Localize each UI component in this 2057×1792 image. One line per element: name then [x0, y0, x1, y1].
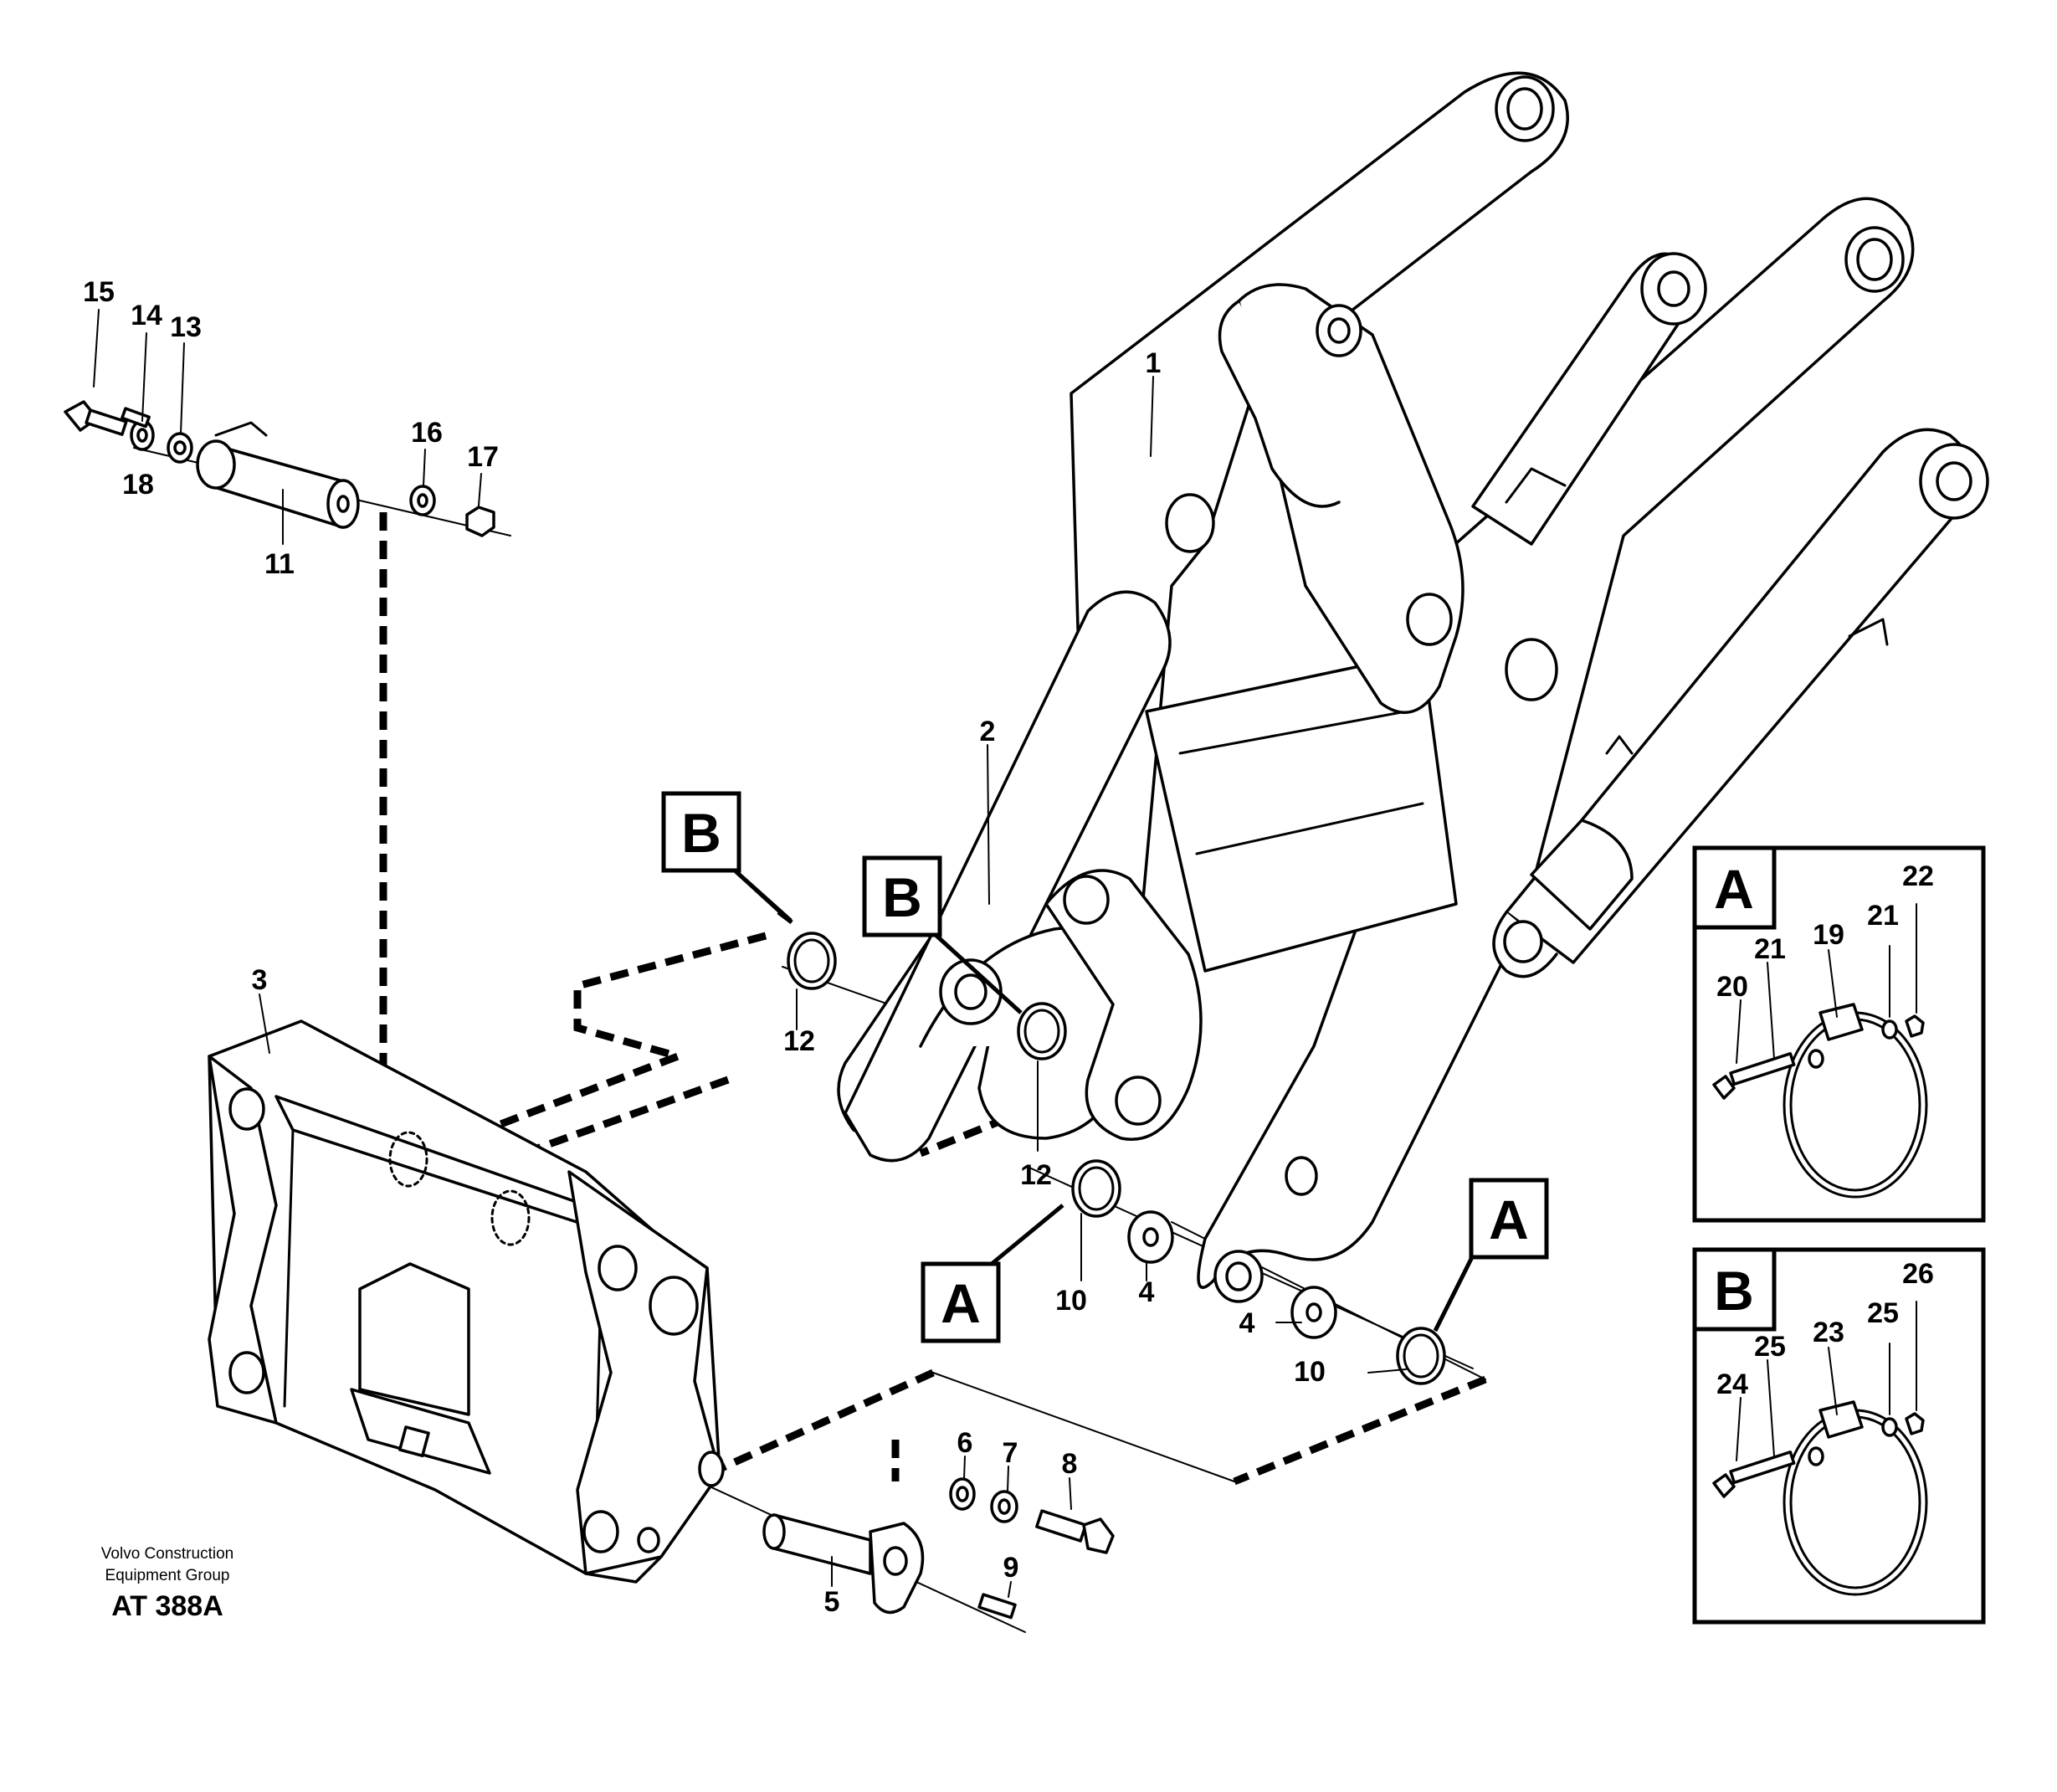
- leader-lines: [93, 309, 1407, 1598]
- svg-text:A: A: [1714, 858, 1754, 920]
- callout-4-left: 4: [1139, 1276, 1155, 1308]
- lift-arm-assembly: [837, 71, 1989, 1303]
- detail-b-panel: B 24 25 23 25 26: [1692, 1247, 1986, 1625]
- callout-7: 7: [1003, 1437, 1018, 1469]
- callout-9: 9: [1003, 1552, 1019, 1584]
- detail-marker-a-lower: A: [921, 1204, 1064, 1343]
- lock-pin-5-assembly: [762, 1477, 1115, 1620]
- svg-text:A: A: [1489, 1189, 1529, 1250]
- callout-8: 8: [1062, 1448, 1078, 1480]
- detail-b-callout-24: 24: [1716, 1368, 1748, 1400]
- detail-b-callout-25-left: 25: [1754, 1331, 1786, 1363]
- detail-a-panel: A 20 21 19 21 22: [1692, 845, 1986, 1223]
- detail-marker-b-left: B: [661, 791, 793, 924]
- detail-a-callout-20: 20: [1716, 971, 1748, 1003]
- detail-b-callout-26: 26: [1902, 1258, 1934, 1290]
- callout-18: 18: [122, 469, 154, 501]
- callout-16: 16: [411, 417, 443, 449]
- callout-13: 13: [170, 311, 202, 343]
- drawing-reference: AT 388A: [111, 1590, 223, 1622]
- detail-b-label: B: [1692, 1247, 1777, 1332]
- detail-marker-a-right: A: [1433, 1178, 1549, 1332]
- callout-2: 2: [980, 716, 996, 747]
- callout-4-right: 4: [1239, 1307, 1255, 1339]
- callout-1: 1: [1146, 347, 1162, 379]
- pin-11-assembly: [64, 400, 495, 537]
- detail-a-callout-21-right: 21: [1867, 900, 1899, 932]
- svg-text:A: A: [941, 1272, 981, 1334]
- detail-a-callout-21-left: 21: [1754, 933, 1786, 965]
- seal-rings: [787, 932, 1446, 1385]
- detail-marker-b-center: B: [862, 855, 1023, 1014]
- detail-a-label: A: [1692, 845, 1777, 930]
- detail-a-callout-19: 19: [1813, 919, 1844, 951]
- callout-15: 15: [83, 276, 115, 308]
- credit-line-2: Equipment Group: [105, 1567, 230, 1584]
- detail-a-callout-22: 22: [1902, 860, 1934, 892]
- attachment-bracket: [208, 1019, 725, 1584]
- callout-5: 5: [824, 1586, 840, 1618]
- callout-numbers: 1 2 3 4 4 5 6 7 8 9 10 10 11 12 12 13 14…: [83, 276, 1326, 1618]
- callout-11: 11: [264, 548, 295, 580]
- svg-text:B: B: [1714, 1260, 1754, 1322]
- callout-12-left: 12: [783, 1025, 815, 1057]
- detail-b-callout-25-right: 25: [1867, 1297, 1899, 1329]
- callout-10-left: 10: [1055, 1285, 1087, 1317]
- svg-text:B: B: [681, 802, 721, 864]
- callout-10-right: 10: [1294, 1356, 1326, 1388]
- callout-17: 17: [467, 441, 499, 473]
- callout-14: 14: [131, 300, 162, 331]
- callout-6: 6: [957, 1427, 973, 1459]
- svg-text:B: B: [882, 866, 922, 928]
- credit-block: Volvo Construction Equipment Group AT 38…: [101, 1545, 233, 1622]
- detail-b-callout-23: 23: [1813, 1317, 1844, 1348]
- credit-line-1: Volvo Construction: [101, 1545, 233, 1563]
- callout-3: 3: [252, 964, 268, 996]
- callout-12-center: 12: [1020, 1159, 1052, 1191]
